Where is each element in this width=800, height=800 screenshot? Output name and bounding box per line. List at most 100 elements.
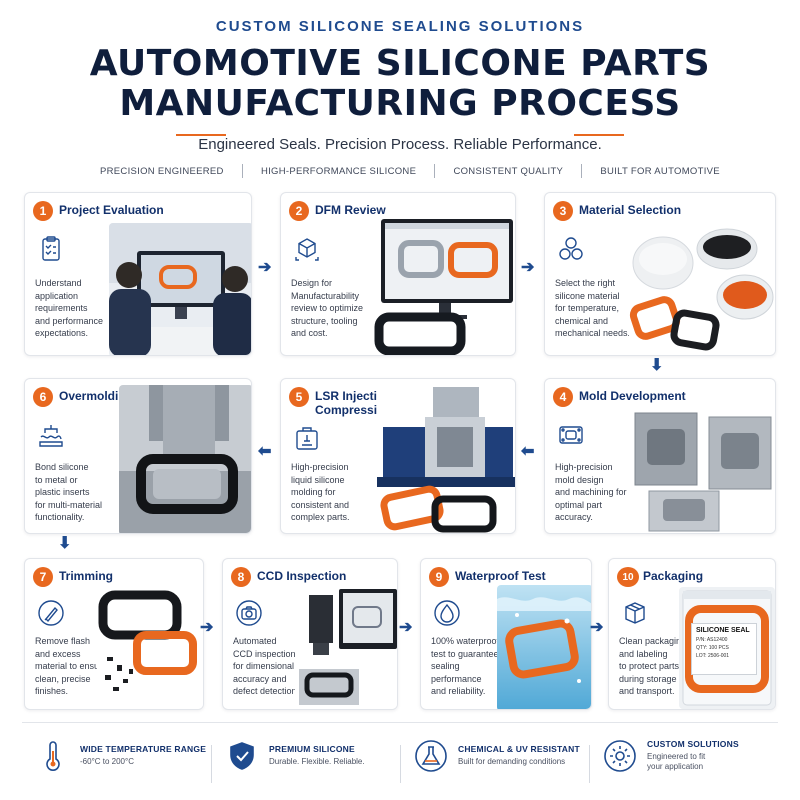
- step-title: Material Selection: [579, 203, 682, 217]
- feature-item: BUILT FOR AUTOMOTIVE: [600, 165, 720, 177]
- step-title: CCD Inspection: [257, 569, 347, 583]
- box-icon: [625, 602, 645, 624]
- cutter-icon: [38, 600, 64, 626]
- step-number: 1: [33, 201, 53, 221]
- flow-arrow-right-icon: ➔: [200, 619, 214, 636]
- step-title: Mold Development: [579, 389, 686, 403]
- title-line-1: AUTOMOTIVE SILICONE PARTS: [89, 43, 711, 84]
- bottom-feature-title: WIDE TEMPERATURE RANGE: [80, 744, 207, 754]
- flow-arrow-left-icon: ⬅: [258, 443, 272, 460]
- bottom-feature-title: CHEMICAL & UV RESISTANT: [458, 744, 580, 754]
- step-number: 7: [33, 567, 53, 587]
- step-number: 10: [617, 567, 639, 587]
- feature-divider: [581, 164, 583, 178]
- injection-machine-icon: [296, 427, 318, 450]
- package-label-line: P/N: AS12400: [696, 637, 728, 643]
- bottom-feature-sub: -60°C to 200°C: [80, 757, 134, 766]
- engineers-monitor-photo: [109, 223, 251, 355]
- package-label-title: SILICONE SEAL: [696, 627, 750, 634]
- step-number: 9: [429, 567, 449, 587]
- cube-design-icon: [295, 238, 319, 261]
- bottom-feature-sub: Durable. Flexible. Reliable.: [269, 757, 365, 766]
- flow-arrow-left-icon: ⬅: [521, 443, 535, 460]
- flow-arrow-down-icon: ⬇: [58, 535, 72, 552]
- bottom-feature-title: CUSTOM SOLUTIONS: [647, 739, 739, 749]
- step-title: Project Evaluation: [59, 203, 164, 217]
- trimmed-seals-photo: [97, 585, 203, 709]
- bottom-feature-sub: Built for demanding conditions: [458, 757, 566, 766]
- injection-machine-photo: [377, 383, 515, 533]
- step-number: 8: [231, 567, 251, 587]
- step-card-5: 5 LSR Injection /Compression Molding Hig…: [280, 378, 516, 534]
- thermometer-icon: [46, 740, 60, 771]
- feature-item: HIGH-PERFORMANCE SILICONE: [260, 165, 417, 177]
- silicone-pellets-photo: [629, 223, 775, 355]
- step-title: Waterproof Test: [455, 569, 546, 583]
- step-number: 5: [289, 387, 309, 407]
- packaged-seal-bag-photo: SILICONE SEAL P/N: AS12400 QTY: 100 PCS …: [679, 587, 775, 709]
- clipboard-checklist-icon: [42, 236, 60, 261]
- kicker: CUSTOM SILICONE SEALING SOLUTIONS: [215, 18, 585, 35]
- flow-arrow-down-icon: ⬇: [650, 357, 664, 374]
- feature-divider: [434, 164, 436, 178]
- step-number: 6: [33, 387, 53, 407]
- page-title: AUTOMOTIVE SILICONE PARTS MANUFACTURING …: [0, 44, 800, 124]
- bottom-feature-bar: WIDE TEMPERATURE RANGE -60°C to 200°C PR…: [22, 722, 778, 788]
- subtitle: Engineered Seals. Precision Process. Rel…: [198, 136, 602, 153]
- feature-item: PRECISION ENGINEERED: [100, 165, 224, 177]
- step-number: 3: [553, 201, 573, 221]
- water-drop-icon: [434, 600, 460, 626]
- flow-arrow-right-icon: ➔: [590, 619, 604, 636]
- title-line-2: MANUFACTURING PROCESS: [119, 83, 681, 124]
- layers-wave-icon: [39, 425, 63, 447]
- step-title: Overmolding: [59, 389, 134, 403]
- step-number: 2: [289, 201, 309, 221]
- bottom-feature-title: PREMIUM SILICONE: [269, 744, 355, 754]
- mold-icon: [559, 426, 583, 444]
- bottom-feature-silicone: PREMIUM SILICONE Durable. Flexible. Reli…: [211, 739, 400, 783]
- camera-icon: [236, 600, 262, 626]
- step-title: Packaging: [643, 569, 704, 583]
- feature-strip: PRECISION ENGINEERED HIGH-PERFORMANCE SI…: [100, 163, 720, 179]
- ccd-camera-station-photo: [295, 585, 397, 709]
- overmold-tool-photo: [119, 385, 251, 533]
- step-title: DFM Review: [315, 203, 386, 217]
- shield-check-icon: [230, 741, 254, 770]
- feature-divider: [241, 164, 243, 178]
- flow-arrow-right-icon: ➔: [258, 259, 272, 276]
- package-label-line: LOT: 2506-001: [696, 653, 730, 659]
- package-label: SILICONE SEAL P/N: AS12400 QTY: 100 PCS …: [691, 623, 757, 675]
- subtitle-rule-left: [176, 134, 226, 136]
- feature-item: CONSISTENT QUALITY: [453, 165, 564, 177]
- molecule-circles-icon: [559, 237, 583, 260]
- gear-icon: [604, 739, 636, 772]
- flask-icon: [415, 739, 447, 772]
- bottom-feature-temperature: WIDE TEMPERATURE RANGE -60°C to 200°C: [22, 739, 211, 773]
- flow-arrow-right-icon: ➔: [399, 619, 413, 636]
- flow-arrow-right-icon: ➔: [521, 259, 535, 276]
- package-label-line: QTY: 100 PCS: [696, 645, 729, 651]
- step-number: 4: [553, 387, 573, 407]
- mold-blocks-photo: [629, 403, 775, 533]
- subtitle-rule-right: [574, 134, 624, 136]
